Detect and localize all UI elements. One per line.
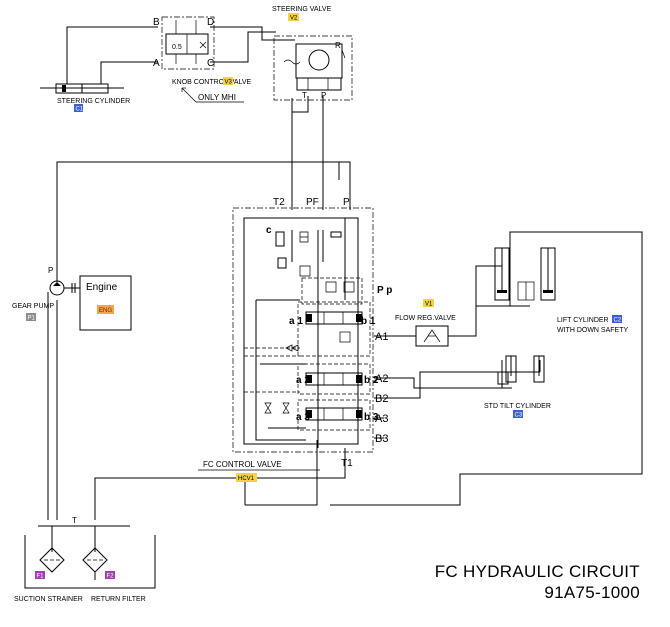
port-B3-label: B3 — [375, 433, 388, 445]
svg-text:P1: P1 — [28, 316, 36, 322]
svg-text:C1: C1 — [76, 107, 84, 113]
svg-text:V3: V3 — [225, 80, 233, 86]
gear-pump-p-label: P — [48, 266, 53, 275]
spool-a3-label: a 3 — [296, 412, 310, 423]
fc-control-valve-tag: HCV1 — [236, 473, 257, 482]
cv-t1-label: T1 — [341, 458, 353, 469]
steering-port-t-label: T — [302, 91, 307, 100]
knob-control-valve-tag: V3 — [223, 77, 233, 86]
steering-valve — [273, 35, 353, 101]
cv-p-label: P — [343, 197, 350, 208]
svg-text:C2: C2 — [614, 318, 622, 324]
fc-control-valve — [232, 207, 374, 453]
tank — [24, 525, 156, 589]
diagram-part-number: 91A75-1000 — [544, 583, 640, 602]
steering-cylinder-label: STEERING CYLINDER — [57, 98, 130, 105]
return-filter-tag: F2 — [105, 571, 115, 580]
svg-text:F2: F2 — [107, 574, 115, 580]
suction-strainer — [39, 526, 65, 573]
gear-pump-label: GEAR PUMP — [12, 303, 54, 310]
steering-port-p-label: P — [321, 91, 326, 100]
gear-pump-tag: P1 — [26, 313, 36, 322]
svg-text:F1: F1 — [37, 574, 45, 580]
only-mhi-leader — [181, 87, 244, 103]
svg-text:HCV1: HCV1 — [238, 476, 255, 482]
std-tilt-cylinder-tag: C3 — [513, 410, 523, 419]
lift-cylinder-label-2: WITH DOWN SAFETY — [557, 327, 628, 334]
spool-a1-label: a 1 — [289, 316, 303, 327]
cv-t2-label: T2 — [273, 197, 285, 208]
return-filter — [82, 526, 108, 580]
cv-pp-label: P p — [377, 285, 392, 296]
port-B2-label: B2 — [375, 393, 388, 405]
piping-lines — [47, 26, 643, 520]
steering-port-r-label: R — [335, 41, 341, 50]
fc-control-valve-label: FC CONTROL VALVE — [203, 460, 282, 469]
knob-control-valve-label: KNOB CONTROL VALVE — [172, 79, 252, 86]
steering-cylinder-tag: C1 — [74, 104, 84, 113]
gear-pump — [49, 280, 80, 296]
only-mhi-label: ONLY MHI — [198, 93, 236, 102]
std-tilt-cylinder-label: STD TILT CYLINDER — [484, 403, 551, 410]
svg-text:V2: V2 — [290, 16, 298, 22]
return-filter-label: RETURN FILTER — [91, 596, 146, 603]
tank-t-label: T — [72, 516, 77, 525]
flow-reg-valve — [415, 325, 449, 347]
flow-reg-valve-tag: V1 — [423, 299, 434, 308]
cv-pf-label: PF — [306, 197, 319, 208]
flow-reg-valve-label: FLOW REG.VALVE — [395, 315, 456, 322]
svg-text:V1: V1 — [425, 302, 433, 308]
port-A1-label: A1 — [375, 331, 388, 343]
port-a-label: A — [153, 58, 160, 69]
knob-control-valve — [161, 16, 215, 70]
port-d-label: D — [207, 17, 214, 28]
engine-tag: ENG — [97, 305, 114, 314]
steering-cylinder — [40, 83, 124, 94]
lift-cylinder-tag: C2 — [612, 315, 622, 324]
lift-cylinder-label-1: LIFT CYLINDER — [557, 317, 609, 324]
tilt-cylinders — [497, 355, 545, 385]
svg-text:ENG: ENG — [99, 308, 112, 314]
port-A2-label: A2 — [375, 373, 388, 385]
port-c-label: C — [207, 58, 214, 69]
spool-b2-label: b 2 — [364, 375, 379, 386]
engine-label: Engine — [86, 282, 118, 293]
svg-text:C3: C3 — [515, 413, 523, 419]
port-A3-label: A3 — [375, 413, 388, 425]
diagram-title: FC HYDRAULIC CIRCUIT — [434, 562, 640, 581]
steering-valve-tag: V2 — [288, 13, 299, 22]
lift-cylinders — [494, 247, 556, 301]
suction-strainer-label: SUCTION STRAINER — [14, 596, 83, 603]
spool-b3-label: b 3 — [364, 412, 379, 423]
spool-a2-label: a 2 — [296, 375, 310, 386]
cv-c-label: c — [266, 225, 272, 236]
steering-valve-label: STEERING VALVE — [272, 6, 332, 13]
knob-value-label: 0.5 — [172, 44, 182, 51]
suction-strainer-tag: F1 — [35, 571, 45, 580]
port-b-label: B — [153, 17, 160, 28]
spool-b1-label: b 1 — [361, 316, 376, 327]
engine-box — [79, 275, 132, 331]
